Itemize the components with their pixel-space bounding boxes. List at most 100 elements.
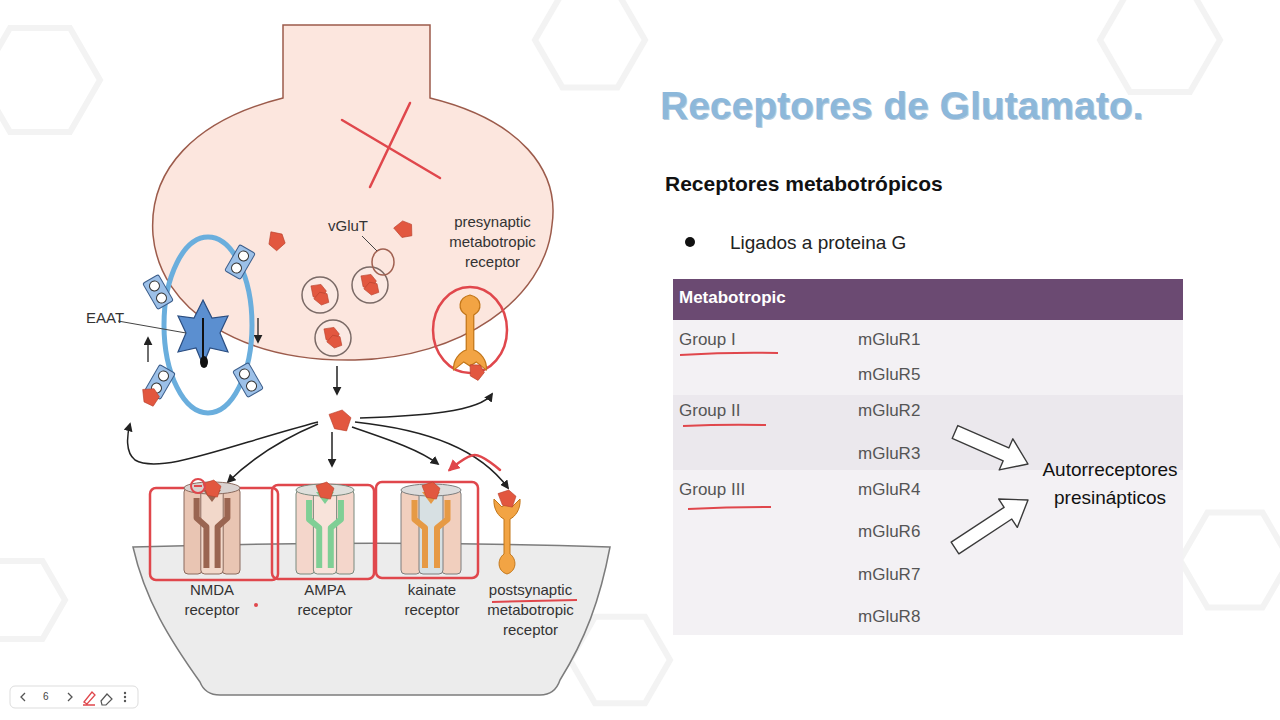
node-outline xyxy=(392,470,472,622)
transporter-subunit xyxy=(143,275,174,310)
glutamate xyxy=(466,362,486,382)
channel-core xyxy=(197,498,228,568)
background-hexagon xyxy=(535,0,645,88)
table-cell: mGluR3 xyxy=(858,444,920,464)
glutamate xyxy=(325,332,344,351)
leader-line xyxy=(362,236,377,251)
annotation-box xyxy=(272,485,374,579)
sodium-ion xyxy=(237,249,251,263)
annotation-note: Autorreceptores presinápticos xyxy=(1028,456,1192,512)
glutamate xyxy=(362,279,381,298)
background-hexagon xyxy=(0,561,65,639)
transporter-unit xyxy=(233,363,264,398)
glutamate xyxy=(498,490,516,507)
background-hexagon xyxy=(0,28,100,132)
transporter-pore xyxy=(202,318,204,358)
node-outline xyxy=(172,470,252,622)
diffusion-arrow xyxy=(352,427,438,464)
diffusion-arrow xyxy=(331,432,333,466)
transporter-unit xyxy=(143,275,174,310)
annotation-box xyxy=(376,482,478,578)
ampa-receptor: AMPA receptor xyxy=(285,470,365,622)
kainate-receptor: kainate receptor xyxy=(392,470,472,622)
table-row xyxy=(673,395,1183,470)
node-graphic xyxy=(118,245,263,408)
sodium-ion xyxy=(155,291,169,305)
metabotropic-receptor-shape xyxy=(494,499,520,574)
annotation-circle xyxy=(433,287,507,373)
release-arrow xyxy=(336,366,338,394)
node-graphic xyxy=(296,482,354,574)
transporter-subunit xyxy=(225,245,256,280)
annotation-underline xyxy=(683,425,766,426)
table-cell: mGluR1 xyxy=(858,330,920,350)
bullet-text: Ligados a proteina G xyxy=(730,231,906,254)
annotation-ellipse xyxy=(164,237,252,413)
annotation-cross xyxy=(370,103,410,187)
glutamate xyxy=(422,482,440,499)
table-cell: mGluR5 xyxy=(858,365,920,385)
glutamate xyxy=(139,386,161,407)
synaptic-vesicle xyxy=(315,320,351,356)
toolbar-next xyxy=(68,693,72,701)
page-number: 6 xyxy=(43,691,49,703)
nmda-receptor: NMDA receptor xyxy=(172,470,252,622)
node-label: postsynaptic metabotropic receptor xyxy=(473,580,588,640)
channel-core xyxy=(309,500,341,568)
postsynaptic-metabotropic-receptor: postsynaptic metabotropic receptor xyxy=(473,470,588,642)
table-header xyxy=(673,279,1183,320)
toolbar-menu-dot xyxy=(124,696,126,698)
node-label: EAAT xyxy=(86,308,146,328)
table-header-cell: Metabotropic xyxy=(679,288,786,308)
annotation-dot xyxy=(254,603,258,607)
leader-line xyxy=(118,321,186,333)
annotation-arrow xyxy=(450,455,500,470)
table-cell: Group I xyxy=(679,330,736,350)
annotation-minus xyxy=(191,479,205,493)
table-cell: mGluR4 xyxy=(858,480,920,500)
sodium-ion xyxy=(157,369,171,383)
bullet xyxy=(685,237,695,247)
node-label: NMDA receptor xyxy=(172,580,252,620)
diffusion-arrow xyxy=(360,394,492,418)
node-graphic xyxy=(494,490,520,574)
sodium-ion xyxy=(148,279,162,293)
presynaptic-terminal xyxy=(153,25,553,360)
diffusion-arrow xyxy=(355,422,508,488)
hollow-arrow xyxy=(948,416,1035,479)
node-outline xyxy=(80,230,270,425)
table-cell: mGluR7 xyxy=(858,565,920,585)
node-label: kainate receptor xyxy=(392,580,472,620)
sodium-ion xyxy=(238,367,252,381)
table-cell: Group II xyxy=(679,401,740,421)
annotation-box xyxy=(150,488,278,580)
eaat-transporter: EAAT xyxy=(80,230,270,425)
cycle-arrow xyxy=(147,338,148,362)
annotation-cross xyxy=(342,120,440,178)
node-outline xyxy=(285,470,365,622)
synaptic-vesicle xyxy=(352,267,388,303)
sodium-ion xyxy=(230,261,244,275)
cycle-arrow xyxy=(257,318,258,342)
table-cell: mGluR2 xyxy=(858,401,920,421)
presynaptic-metabotropic-receptor: presynaptic metabotropic receptor xyxy=(435,210,550,375)
toolbar-prev xyxy=(21,693,25,701)
node-graphic xyxy=(454,295,487,382)
glutamate xyxy=(264,229,288,253)
glutamate xyxy=(316,482,334,499)
transporter-subunit xyxy=(233,363,264,398)
toolbar-eraser xyxy=(101,694,112,705)
metabotropic-receptor-shape xyxy=(454,295,487,370)
diffusion-arrow xyxy=(128,422,318,464)
node-graphic xyxy=(184,479,240,574)
annotation-underline xyxy=(680,353,778,355)
diffusion-arrow xyxy=(228,424,318,482)
annotation-underline xyxy=(688,507,771,509)
glutamate xyxy=(329,410,351,431)
synaptic-vesicle xyxy=(302,277,338,313)
vesicle-label: vGluT xyxy=(328,217,368,235)
vglut-vesicle xyxy=(372,249,394,275)
slide-title: Receptores de Glutamato. xyxy=(660,84,1143,128)
toolbar xyxy=(10,686,138,708)
